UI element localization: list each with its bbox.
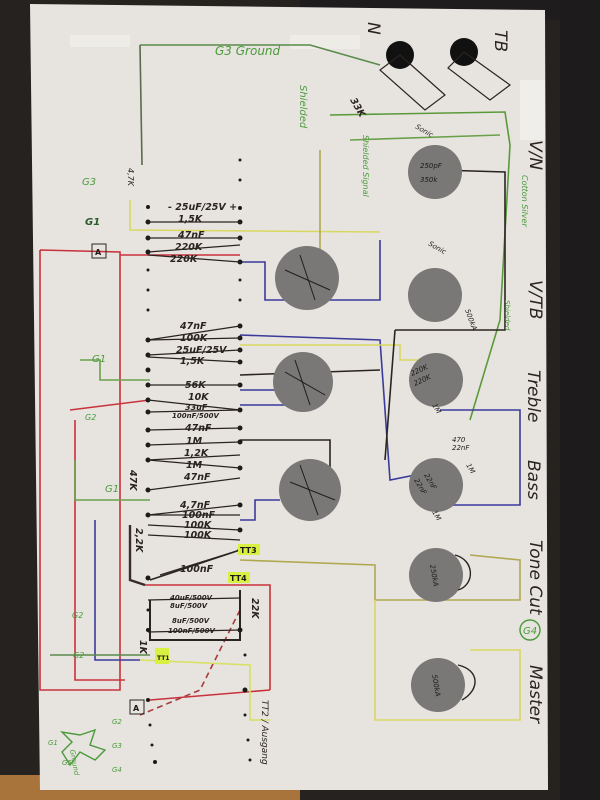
component-label: 100nF/500V xyxy=(172,412,220,420)
component-label: 100nF/500V xyxy=(168,627,216,635)
component-label: 2,2K xyxy=(133,528,144,553)
ground-star-point: G4 xyxy=(112,766,122,774)
component-label: 47nF xyxy=(184,423,212,434)
tape xyxy=(520,80,545,140)
ground-star xyxy=(59,728,107,767)
ground-label: G3 Ground xyxy=(215,44,281,58)
ground-g1: G1 xyxy=(92,354,106,365)
tag-tt1: TT1 xyxy=(157,655,170,662)
pot-label: 470 xyxy=(452,436,466,444)
component-label: 100K xyxy=(180,333,208,344)
pot-tone-cut xyxy=(409,548,463,602)
label-master: Master xyxy=(525,665,545,724)
resistor-4k7-label: 4,7K xyxy=(126,168,135,187)
component-label: 220K xyxy=(170,254,198,265)
component-label: 100nF xyxy=(180,564,214,575)
ground-g2: G2 xyxy=(85,413,96,422)
component-label: 56K xyxy=(185,380,206,391)
pot-label: 22nF xyxy=(452,444,470,452)
ground-star-point: G2 xyxy=(112,718,122,726)
label-treble: Treble xyxy=(523,370,543,423)
ground-star-point: G1 xyxy=(48,739,58,747)
component-label: 1M xyxy=(186,436,203,447)
pot-treble xyxy=(409,353,463,407)
component-label: 100nF xyxy=(182,510,216,521)
label-bass: Bass xyxy=(523,460,543,500)
ground-g4: G4 xyxy=(523,626,537,637)
rotary-switch xyxy=(275,246,339,310)
pot-vn xyxy=(408,145,462,199)
component-label: 1M xyxy=(186,460,203,471)
ground-g3: G3 xyxy=(82,177,96,188)
tape xyxy=(290,35,360,49)
ground-g2: G2 xyxy=(73,651,84,660)
pot-master xyxy=(411,658,465,712)
rotary-switches xyxy=(273,246,341,521)
ground-g1: G1 xyxy=(105,484,119,495)
note-shielded: Shielded xyxy=(503,300,511,331)
label-vtb: V/TB xyxy=(525,280,545,319)
note-shielded-signal: Shielded Signal xyxy=(361,135,370,197)
tag-tt3: TT3 xyxy=(240,546,257,555)
pot-label: 250kA xyxy=(428,564,440,587)
component-label: 8uF/500V xyxy=(170,602,208,610)
pot-label: 350k xyxy=(420,176,438,184)
component-label: 40uF/500V xyxy=(170,594,213,602)
label-vn: V/N xyxy=(525,140,545,170)
label-tone-cut: Tone Cut xyxy=(525,540,545,616)
tag-tt4: TT4 xyxy=(230,574,247,583)
component-leads xyxy=(147,221,241,633)
component-label: 1,5K xyxy=(180,356,205,367)
component-label: 25uF/25V xyxy=(176,345,227,356)
component-label: 47nF xyxy=(183,472,211,483)
ground-star-point: G3 xyxy=(112,742,122,750)
component-label: 22K xyxy=(249,598,260,619)
pickups xyxy=(379,38,512,111)
component-label: 1,5K xyxy=(178,214,203,225)
component-label: 33uF xyxy=(185,403,208,412)
ground-star-point: G5 xyxy=(62,759,72,767)
label-tb: TB xyxy=(490,30,510,52)
tag-a: A xyxy=(95,248,102,257)
label-neck: N xyxy=(363,22,383,35)
component-label: 10K xyxy=(188,392,209,403)
tape xyxy=(70,35,130,47)
component-label: 47nF xyxy=(179,321,207,332)
component-label: 47nF xyxy=(177,230,205,241)
pot-label: 250pF xyxy=(420,162,443,170)
ground-g2: G2 xyxy=(72,611,83,620)
pot-label: 500kA xyxy=(430,674,442,697)
note-cotton-silver: Cotton Silver xyxy=(520,175,529,227)
component-label: 1K xyxy=(137,640,148,655)
component-label: 47K xyxy=(127,469,138,491)
tag-a: A xyxy=(133,704,140,713)
tag-tt2-output: TT2 / Ausgang xyxy=(259,700,269,765)
pot-bass xyxy=(409,458,463,512)
component-label: 100K xyxy=(184,530,212,541)
component-label: - 25uF/25V + xyxy=(168,202,237,213)
tags: TT1 TT3 TT4 TT2 / Ausgang A A xyxy=(91,243,269,765)
component-label: 100K xyxy=(184,520,212,531)
component-label: 1,2K xyxy=(184,448,209,459)
component-label: 8uF/500V xyxy=(172,617,210,625)
component-label: 4,7nF xyxy=(179,500,211,511)
component-label: 220K xyxy=(175,242,203,253)
pots: 250pF 350k Sonic 500kA 220K 220K 1M 22nF… xyxy=(408,145,478,712)
component-labels: - 25uF/25V + 1,5K 47nF 220K 220K 47nF 10… xyxy=(127,96,368,655)
note-shielded: Shielded xyxy=(297,85,308,129)
keyboard-side xyxy=(560,0,600,800)
ground-g1: G1 xyxy=(85,217,100,228)
pot-vtb xyxy=(408,268,462,322)
